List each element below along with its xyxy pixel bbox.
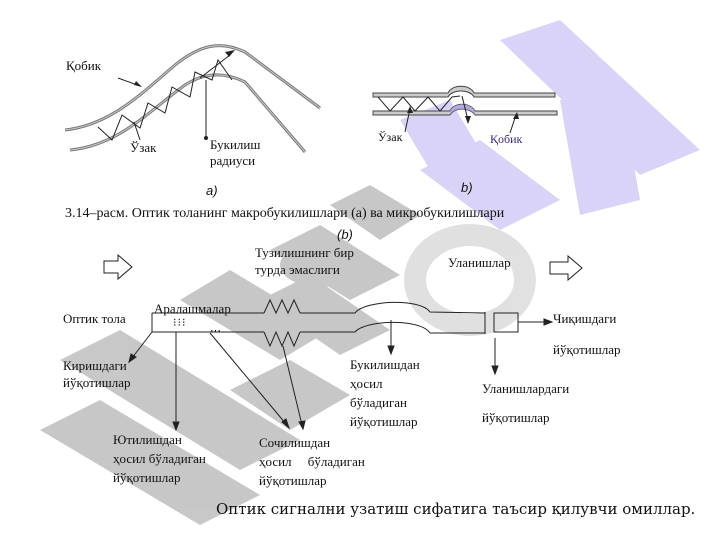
ray-zigzag-a xyxy=(97,58,233,141)
fiber-body xyxy=(151,298,519,348)
impurity-dots: ⁝⁝⁝ xyxy=(173,317,187,329)
panel-label-b: b) xyxy=(461,180,473,195)
hollow-arrow-left xyxy=(103,253,133,281)
fiber-b-top xyxy=(372,85,556,98)
label-bending-losses-4: йўқотишлар xyxy=(350,414,418,429)
label-bend-radius-2: радиуси xyxy=(210,153,256,168)
footer-caption: Оптик сигнални узатиш сифатига таъсир қи… xyxy=(216,500,696,518)
label-non-uniformity-1: Тузилишнинг бир xyxy=(255,245,354,260)
label-joint-losses-1: Уланишлардаги xyxy=(482,381,570,396)
label-non-uniformity-2: турда эмаслиги xyxy=(255,262,340,277)
label-scattering-losses-1: Сочилишдан xyxy=(259,435,331,450)
label-output-losses-2: йўқотишлар xyxy=(553,342,621,357)
impurity-dots-2: ⋯ xyxy=(210,325,221,337)
label-absorption-losses-2: ҳосил бўладиган xyxy=(113,451,206,466)
panel-label-a: a) xyxy=(206,183,218,198)
label-shell-b: Қобик xyxy=(490,132,523,146)
connector-box xyxy=(493,312,519,333)
spring-top xyxy=(263,298,301,315)
figure-caption-line1: 3.14–расм. Оптик толанинг макробукилишла… xyxy=(65,206,505,221)
label-joints: Уланишлар xyxy=(448,255,511,270)
label-input-losses-2: йўқотишлар xyxy=(63,375,131,390)
ray-zigzag-b xyxy=(377,95,461,112)
figure-caption-line2: (b) xyxy=(337,227,353,242)
hollow-arrow-right xyxy=(549,254,583,282)
label-core-a: Ўзак xyxy=(130,140,157,155)
label-bending-losses-2: ҳосил xyxy=(350,376,383,391)
label-bend-radius-1: Букилиш xyxy=(210,137,261,152)
label-bending-losses-3: бўладиган xyxy=(350,395,408,410)
label-core-b: Ўзак xyxy=(378,130,403,144)
label-input-losses-1: Киришдаги xyxy=(63,358,127,373)
label-scattering-losses-3: йўқотишлар xyxy=(259,473,327,488)
label-impurities: Аралашмалар xyxy=(154,301,231,316)
label-scattering-losses-2: ҳосил бўладиган xyxy=(259,454,365,469)
label-joint-losses-2: йўқотишлар xyxy=(482,410,550,425)
label-absorption-losses-1: Ютилишдан xyxy=(113,432,182,447)
label-shell-a: Қобик xyxy=(66,58,102,73)
label-output-losses-1: Чиқишдаги xyxy=(553,311,617,326)
label-absorption-losses-3: йўқотишлар xyxy=(113,470,181,485)
label-bending-losses-1: Букилишдан xyxy=(350,357,420,372)
spring-bottom xyxy=(263,330,301,348)
label-optical-fiber: Оптик тола xyxy=(63,311,126,326)
